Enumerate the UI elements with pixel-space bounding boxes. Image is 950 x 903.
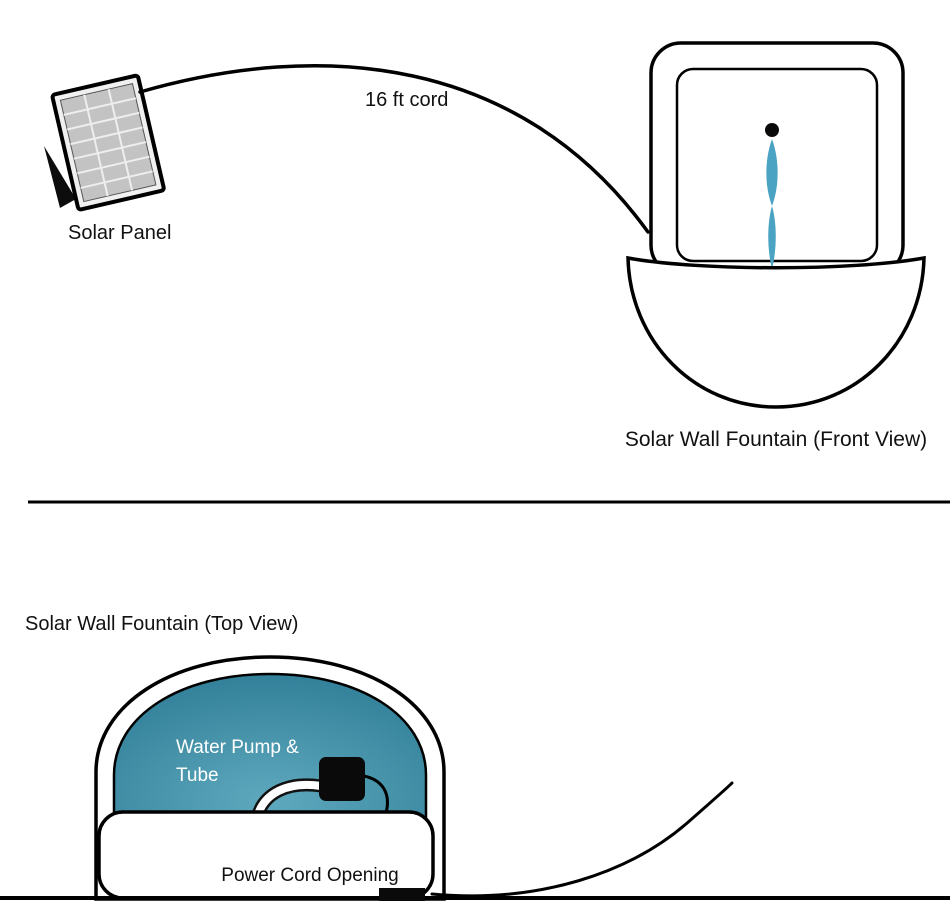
power-cord-opening-slot — [379, 888, 425, 901]
solar-panel-label: Solar Panel — [68, 222, 171, 244]
pump-label-line1: Water Pump & — [176, 737, 299, 758]
power-cord-opening-label: Power Cord Opening — [221, 865, 398, 886]
fountain-front-view — [626, 41, 926, 409]
dome-water-area — [112, 672, 428, 854]
fountain-top-view: Water Pump & Tube Power Cord Opening — [94, 655, 446, 901]
power-cord-path — [138, 64, 650, 234]
front-view-caption: Solar Wall Fountain (Front View) — [625, 428, 927, 451]
exit-cord-path — [430, 781, 734, 898]
cord-length-label: 16 ft cord — [365, 89, 448, 111]
pump-label-line2: Tube — [176, 765, 219, 786]
fountain-spout — [765, 123, 779, 137]
pump-cord — [363, 774, 389, 814]
solar-panel-stand — [44, 146, 76, 208]
solar-panel-grid — [63, 88, 153, 197]
water-pump — [319, 757, 365, 801]
bottom-ground-line — [0, 896, 950, 900]
fountain-basin — [626, 255, 926, 409]
water-stream-upper — [766, 139, 778, 206]
solar-panel-illustration — [44, 73, 166, 212]
water-stream-lower — [768, 206, 776, 269]
top-view-caption: Solar Wall Fountain (Top View) — [25, 613, 298, 635]
